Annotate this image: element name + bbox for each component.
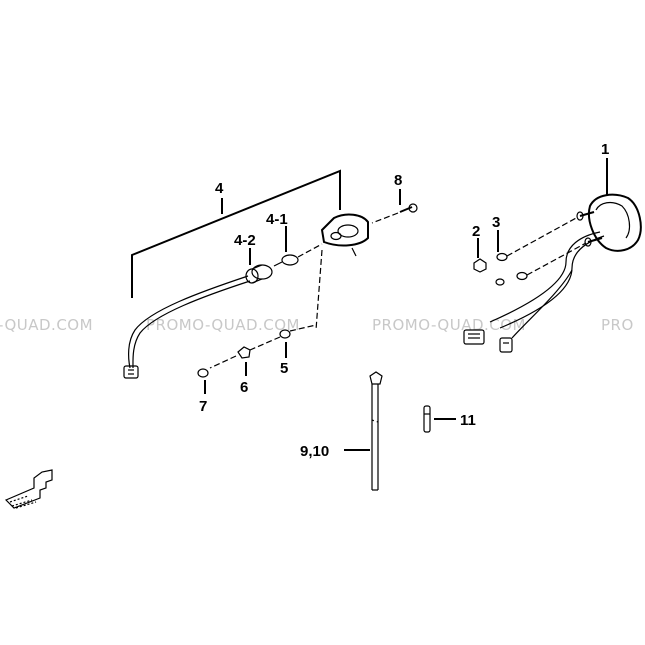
washer-part-3 [495,216,587,286]
callout-11: 11 [460,412,476,429]
connector-b [499,337,513,353]
watermark-center-right: PROMO-QUAD.COM [372,316,526,334]
nut-part-7 [197,368,209,378]
callout-2: 2 [472,223,480,240]
license-lamp-cable [123,275,251,379]
nut-part-2 [473,258,487,273]
bulb-part-4-1 [273,243,323,267]
callout-8: 8 [394,172,402,189]
callout-5: 5 [280,360,288,377]
washer-part-5 [249,324,317,351]
front-direction-icon [4,469,53,509]
callout-1: 1 [601,141,609,158]
callout-4-1: 4-1 [266,211,288,228]
cable-tie-part-9-10 [369,371,383,491]
pin-part-11 [423,405,431,433]
nut-part-6 [209,346,251,369]
watermark-center-left: PROMO-QUAD.COM [146,316,300,334]
callout-6: 6 [240,379,248,396]
callout-7: 7 [199,398,207,415]
callout-9-10: 9,10 [300,443,329,460]
tail-lamp-part-1 [463,193,642,353]
watermark-left: -QUAD.COM [0,316,93,334]
grommet-part-4-2 [245,264,273,284]
watermark-right: PRO [601,316,634,334]
screw-part-8 [371,203,418,224]
license-lamp-housing [315,213,369,331]
callout-4: 4 [215,180,224,197]
callout-leaders [204,158,608,451]
callout-3: 3 [492,214,500,231]
part-4-bracket [131,169,341,298]
callout-4-2: 4-2 [234,232,256,249]
connector-a [463,329,485,345]
